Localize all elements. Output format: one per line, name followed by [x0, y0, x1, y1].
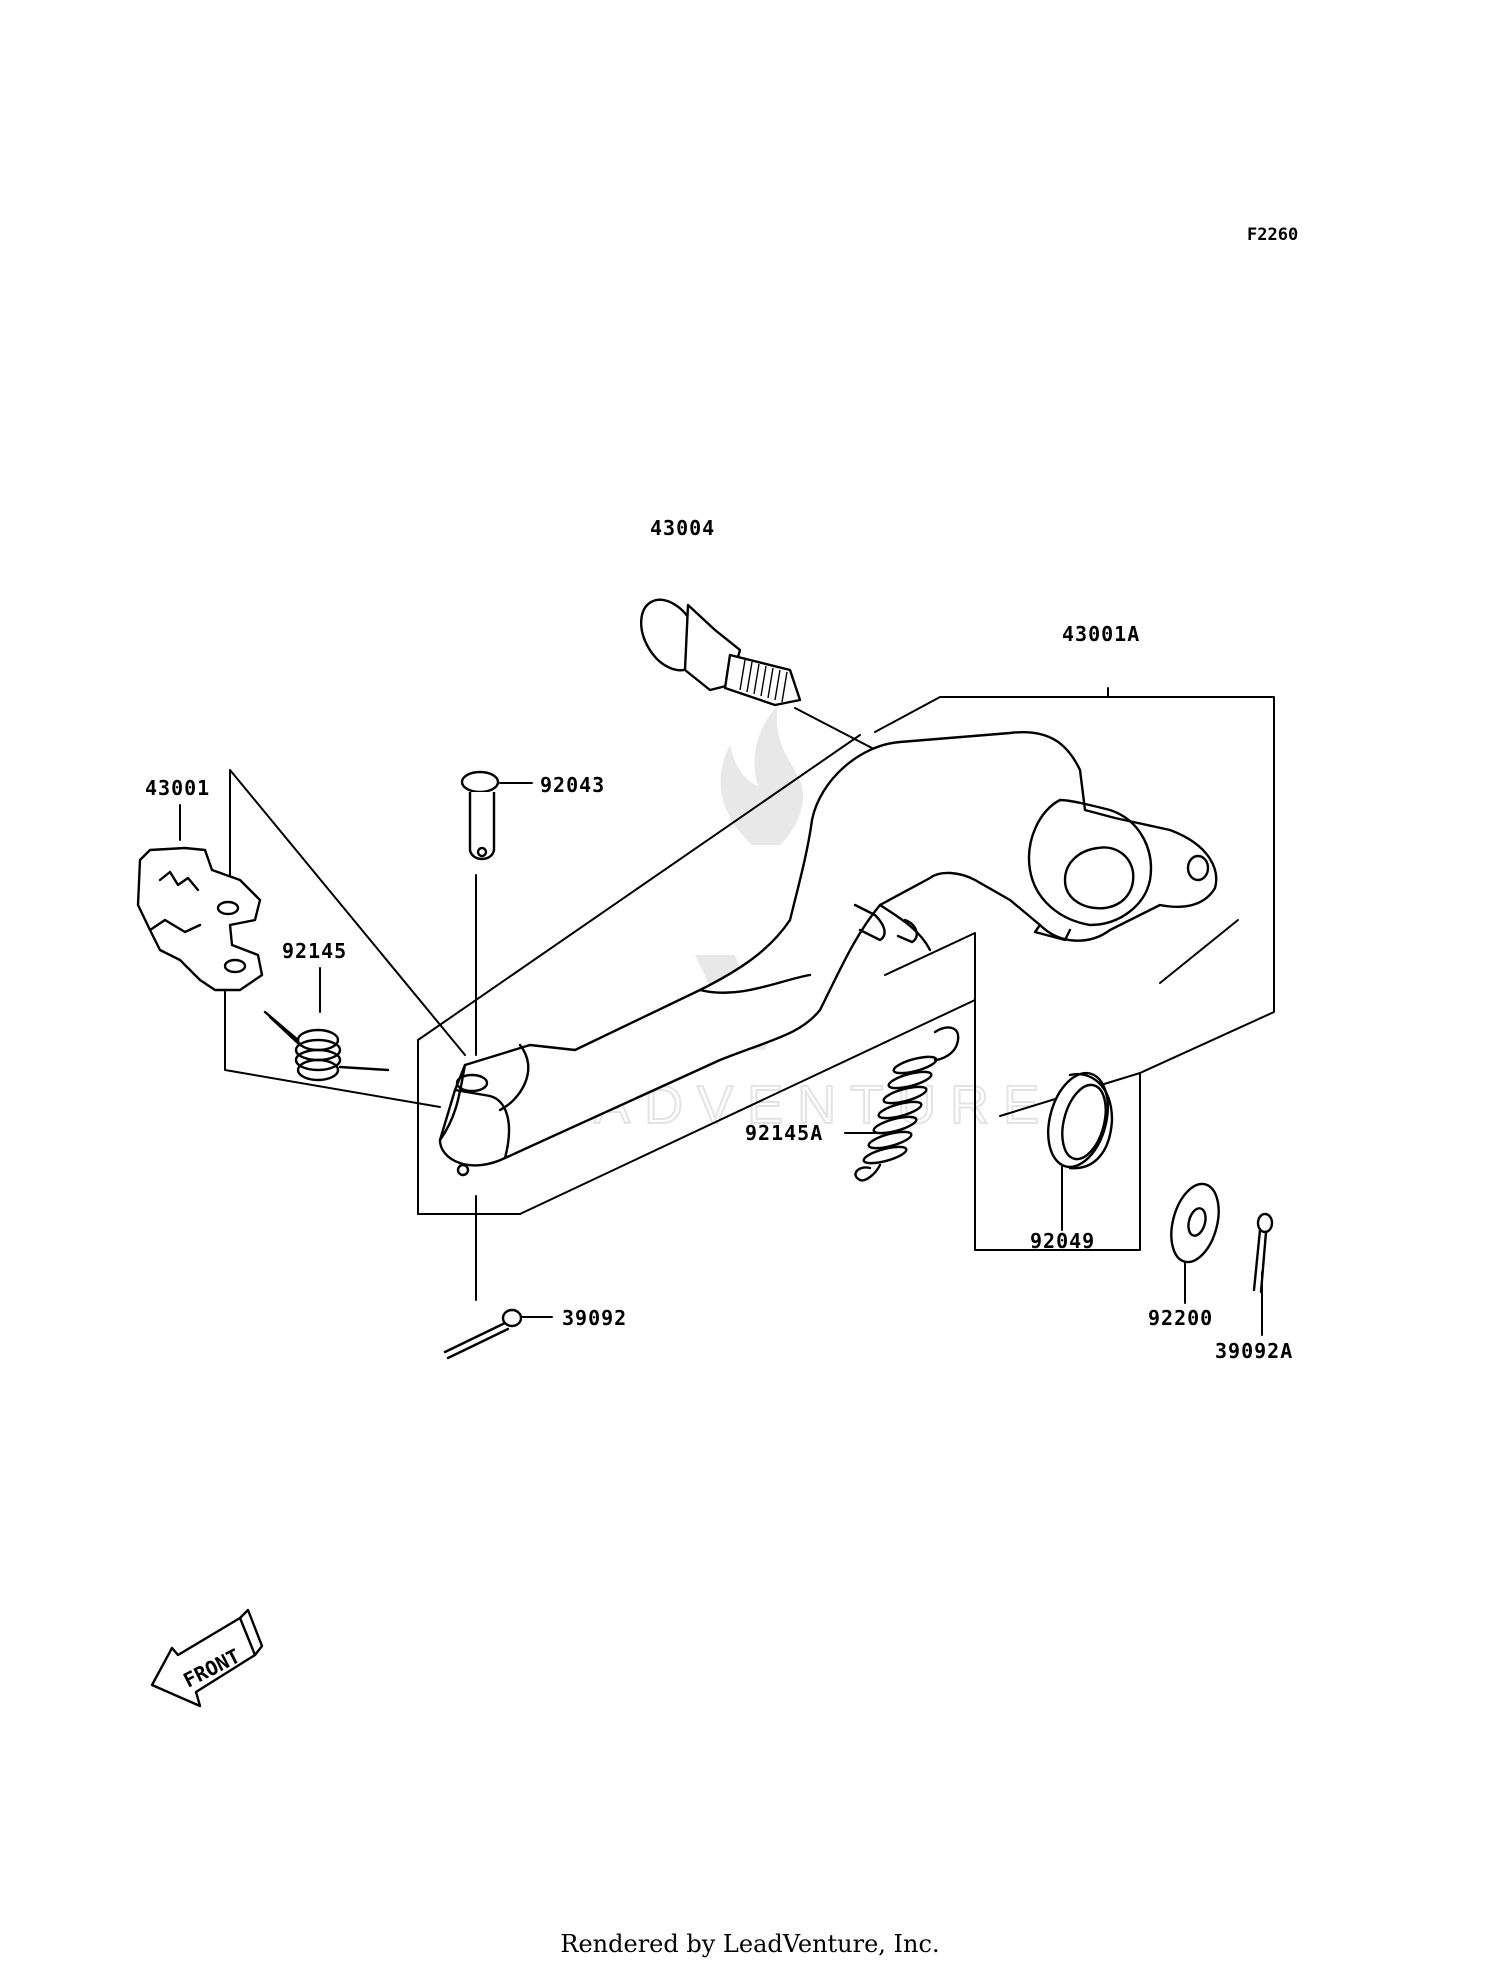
- label-92200[interactable]: 92200: [1148, 1306, 1213, 1330]
- washer-drawing: [1170, 1182, 1220, 1264]
- label-92043[interactable]: 92043: [540, 773, 605, 797]
- pedal-tip-drawing: [136, 846, 264, 992]
- label-92049[interactable]: 92049: [1030, 1229, 1095, 1253]
- footer-credit: Rendered by LeadVenture, Inc.: [560, 1930, 939, 1958]
- label-43004[interactable]: 43004: [650, 516, 715, 540]
- part-labels: 43004 43001A 43001 92043 92145 92145A 92…: [145, 516, 1293, 1363]
- label-92145[interactable]: 92145: [282, 939, 347, 963]
- cotter-pin-a-drawing: [1252, 1212, 1274, 1294]
- label-43001[interactable]: 43001: [145, 776, 210, 800]
- oil-seal-drawing: [1047, 1071, 1114, 1170]
- cotter-pin-drawing: [443, 1308, 523, 1360]
- figure-code: F2260: [1247, 225, 1298, 245]
- label-39092A[interactable]: 39092A: [1215, 1339, 1293, 1363]
- front-arrow: FRONT: [150, 1608, 264, 1708]
- return-spring-drawing: [854, 1026, 960, 1182]
- pivot-bolt-drawing: [639, 598, 802, 707]
- label-92145A[interactable]: 92145A: [745, 1121, 823, 1145]
- brake-pedal-drawing: [438, 730, 1218, 1177]
- label-43001A[interactable]: 43001A: [1062, 622, 1140, 646]
- torsion-spring-drawing: [263, 1010, 390, 1082]
- label-39092[interactable]: 39092: [562, 1306, 627, 1330]
- leader-lines: [179, 687, 1275, 1336]
- clevis-pin-drawing: [460, 770, 500, 861]
